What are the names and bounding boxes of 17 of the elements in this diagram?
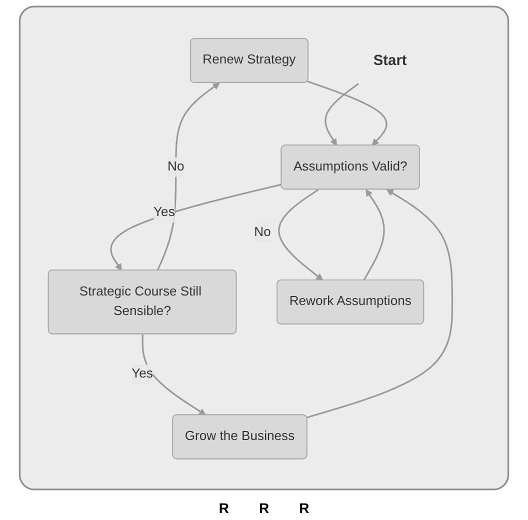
arrow [307,80,388,146]
arrow [324,83,359,146]
edge-label: No [254,225,271,240]
edge-label: No [168,160,184,174]
arrow [142,334,206,416]
arrow [278,188,324,281]
cluster [18,6,510,490]
arrow [110,184,282,271]
reinforcing-loop-label: R [218,500,229,516]
arrow [363,189,385,281]
edge-label: Yes [132,366,153,381]
reinforcing-loop-label: R [258,500,270,516]
reinforcing-loop-label: R [299,500,310,516]
edge-label: Yes [154,205,175,220]
arrow [306,189,454,418]
node-text: Start [373,52,407,68]
arrow [156,82,220,271]
